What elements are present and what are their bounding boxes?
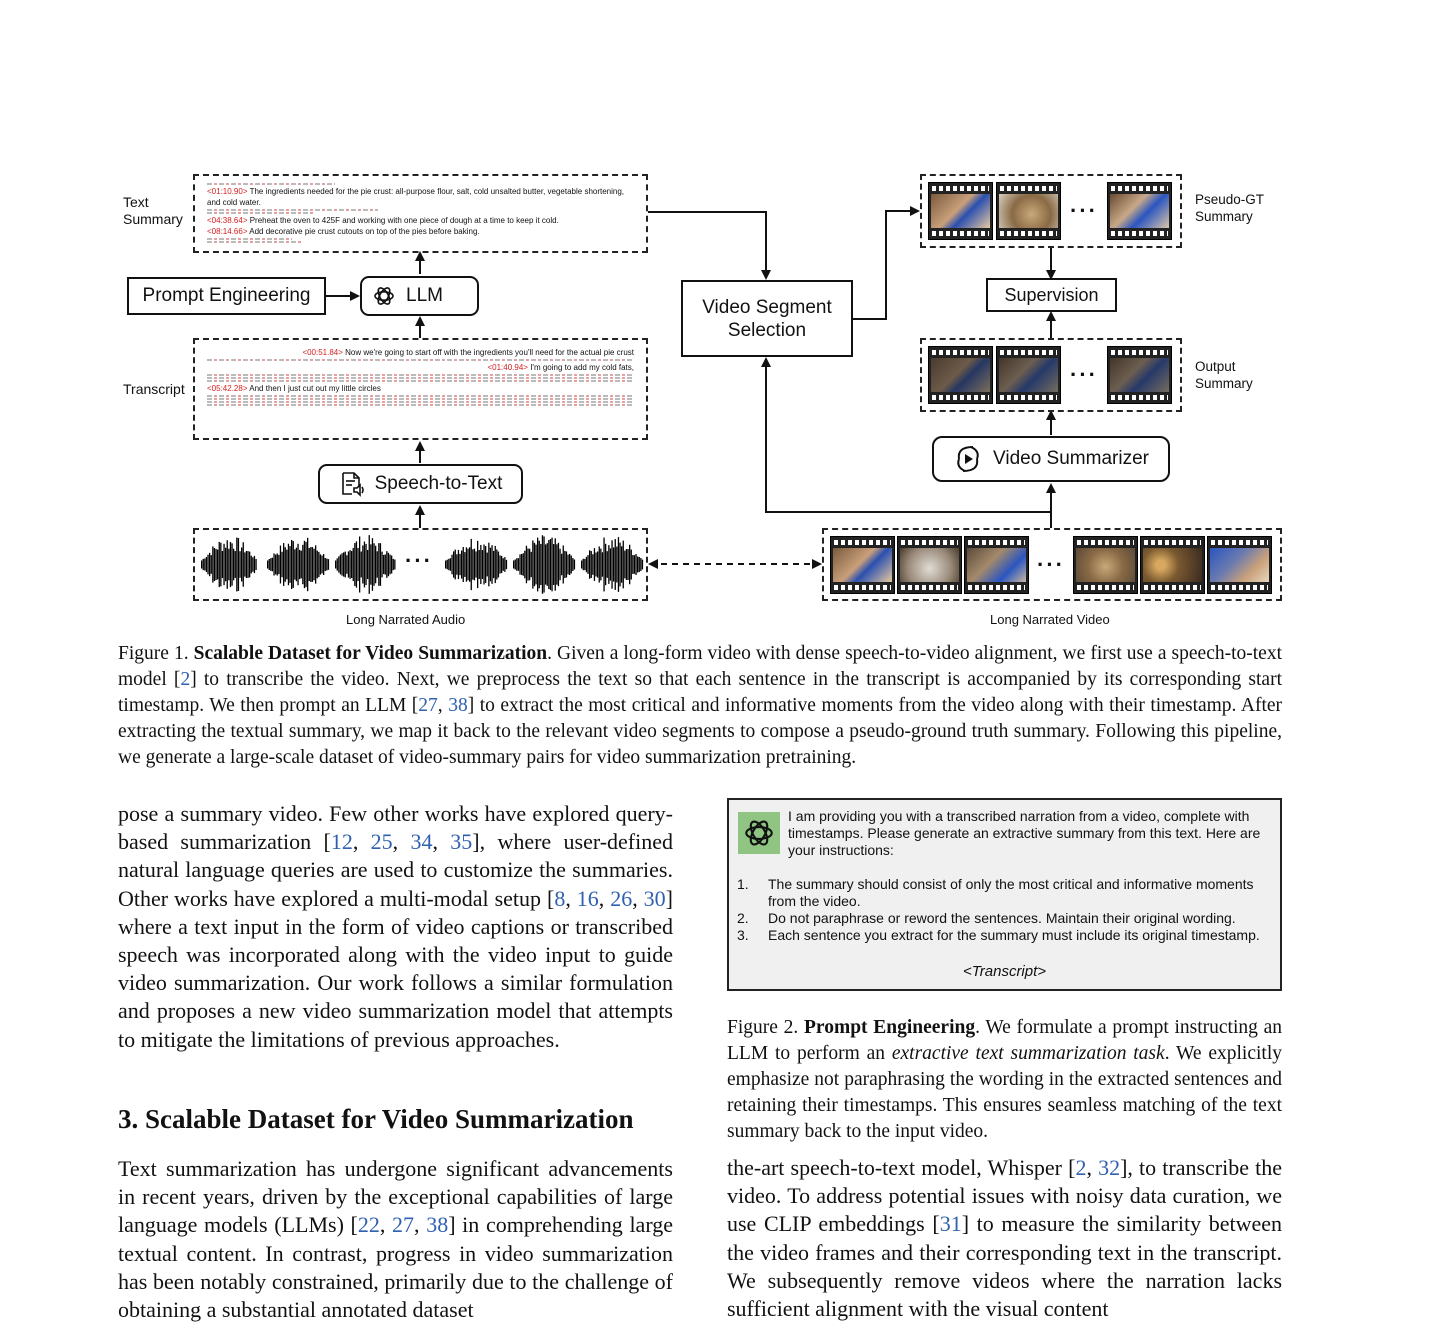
transcript-line: <01:40.94> I'm going to add my cold fats… xyxy=(487,363,634,372)
pseudo-gt-label: Pseudo-GT Summary xyxy=(1195,192,1265,224)
citation-link[interactable]: 27 xyxy=(392,1212,415,1238)
citation-link[interactable]: 2 xyxy=(1075,1155,1087,1180)
output-summary-label: Output Summary xyxy=(1195,359,1253,391)
transcript-box: <00:51.84> Now we're going to start off … xyxy=(193,338,648,440)
prompt-item: 3.Each sentence you extract for the summ… xyxy=(737,927,1260,943)
video-frame xyxy=(928,182,993,240)
citation-link[interactable]: 8 xyxy=(554,885,566,911)
openai-icon xyxy=(374,287,394,305)
left-paragraph-1: pose a summary video. Few other works ha… xyxy=(118,801,674,1052)
video-frame xyxy=(996,346,1061,404)
filmstrip-ellipsis: ··· xyxy=(1037,552,1065,577)
video-segment-selection-box: Video Segment Selection xyxy=(681,280,853,357)
prompt-box: I am providing you with a transcribed na… xyxy=(727,798,1282,991)
text-summary-line: <04:38.64> Preheat the oven to 425F and … xyxy=(207,216,559,225)
output-summary-box: ··· xyxy=(920,338,1182,412)
video-summarizer-label: Video Summarizer xyxy=(993,448,1149,469)
video-frame xyxy=(964,536,1029,594)
citation-link[interactable]: 27 xyxy=(418,695,438,716)
citation-link[interactable]: 34 xyxy=(410,829,433,855)
audio-ellipsis: ··· xyxy=(405,548,433,573)
text-summary-label: Text Summary xyxy=(123,194,183,227)
citation-link[interactable]: 25 xyxy=(370,829,393,855)
prompt-engineering-box: Prompt Engineering xyxy=(127,277,326,315)
citation-link[interactable]: 26 xyxy=(610,885,633,911)
audio-waveform xyxy=(201,535,644,594)
figure-2-caption: Figure 2. Prompt Engineering. We formula… xyxy=(727,1017,1283,1142)
citation-link[interactable]: 31 xyxy=(939,1211,962,1237)
transcript-line: <00:51.84> Now we're going to start off … xyxy=(302,348,634,357)
citation-link[interactable]: 30 xyxy=(643,885,666,911)
transcript-placeholder: <Transcript> xyxy=(962,963,1047,980)
citation-link[interactable]: 38 xyxy=(448,695,468,716)
audio-waveform-box: ··· xyxy=(193,528,648,601)
video-frame xyxy=(1073,536,1138,594)
figure-1-caption: Figure 1. Scalable Dataset for Video Sum… xyxy=(118,643,1283,768)
prompt-intro: I am providing you with a transcribed na… xyxy=(788,808,1261,858)
section-heading: 3. Scalable Dataset for Video Summarizat… xyxy=(118,1104,634,1134)
speech-to-text-box: Speech-to-Text xyxy=(318,464,523,504)
video-play-icon xyxy=(957,446,979,472)
transcript-label: Transcript xyxy=(123,381,185,397)
video-frame xyxy=(1207,536,1272,594)
video-frame xyxy=(897,536,962,594)
long-video-label: Long Narrated Video xyxy=(990,612,1110,627)
llm-box: LLM xyxy=(360,276,479,316)
video-frame xyxy=(1107,346,1172,404)
citation-link[interactable]: 35 xyxy=(450,829,473,855)
video-frame xyxy=(1140,536,1205,594)
prompt-item: 1.The summary should consist of only the… xyxy=(737,876,1254,909)
pseudo-gt-summary-box: ··· xyxy=(920,174,1182,248)
video-frame xyxy=(1107,182,1172,240)
prompt-item: 2.Do not paraphrase or reword the senten… xyxy=(737,910,1236,926)
supervision-box: Supervision xyxy=(986,278,1117,312)
video-summarizer-box: Video Summarizer xyxy=(932,436,1170,482)
citation-link[interactable]: 38 xyxy=(426,1212,449,1238)
text-summary-line: <08:14.66> Add decorative pie crust cuto… xyxy=(207,227,480,236)
document-audio-icon xyxy=(341,472,364,497)
figure-1-connectors xyxy=(326,206,1056,569)
prompt-instructions: 1.The summary should consist of only the… xyxy=(737,876,1277,944)
right-paragraph: the-art speech-to-text model, Whisper [2… xyxy=(727,1155,1283,1322)
video-frame xyxy=(830,536,895,594)
citation-link[interactable]: 32 xyxy=(1098,1155,1121,1180)
speech-to-text-label: Speech-to-Text xyxy=(374,473,503,494)
openai-logo-icon xyxy=(738,812,780,854)
pseudo-gt-filmstrip: ··· xyxy=(928,182,1172,240)
video-filmstrip-box: ··· xyxy=(822,528,1282,601)
citation-link[interactable]: 16 xyxy=(576,885,599,911)
video-frame xyxy=(996,182,1061,240)
text-summary-box: <01:10.90> The ingredients needed for th… xyxy=(193,174,648,253)
video-filmstrip: ··· xyxy=(830,536,1272,594)
citation-link[interactable]: 2 xyxy=(180,669,191,690)
long-audio-label: Long Narrated Audio xyxy=(346,612,466,627)
citation-link[interactable]: 22 xyxy=(357,1212,380,1238)
text-summary-line: <01:10.90> The ingredients needed for th… xyxy=(207,187,625,207)
output-filmstrip: ··· xyxy=(928,346,1172,404)
video-frame xyxy=(928,346,993,404)
filmstrip-ellipsis: ··· xyxy=(1070,362,1098,387)
transcript-line: <05:42.28> And then I just cut out my li… xyxy=(207,384,381,393)
left-paragraph-2: Text summarization has undergone signifi… xyxy=(118,1156,674,1323)
llm-label: LLM xyxy=(406,285,443,306)
citation-link[interactable]: 12 xyxy=(330,829,353,855)
filmstrip-ellipsis: ··· xyxy=(1070,198,1098,223)
